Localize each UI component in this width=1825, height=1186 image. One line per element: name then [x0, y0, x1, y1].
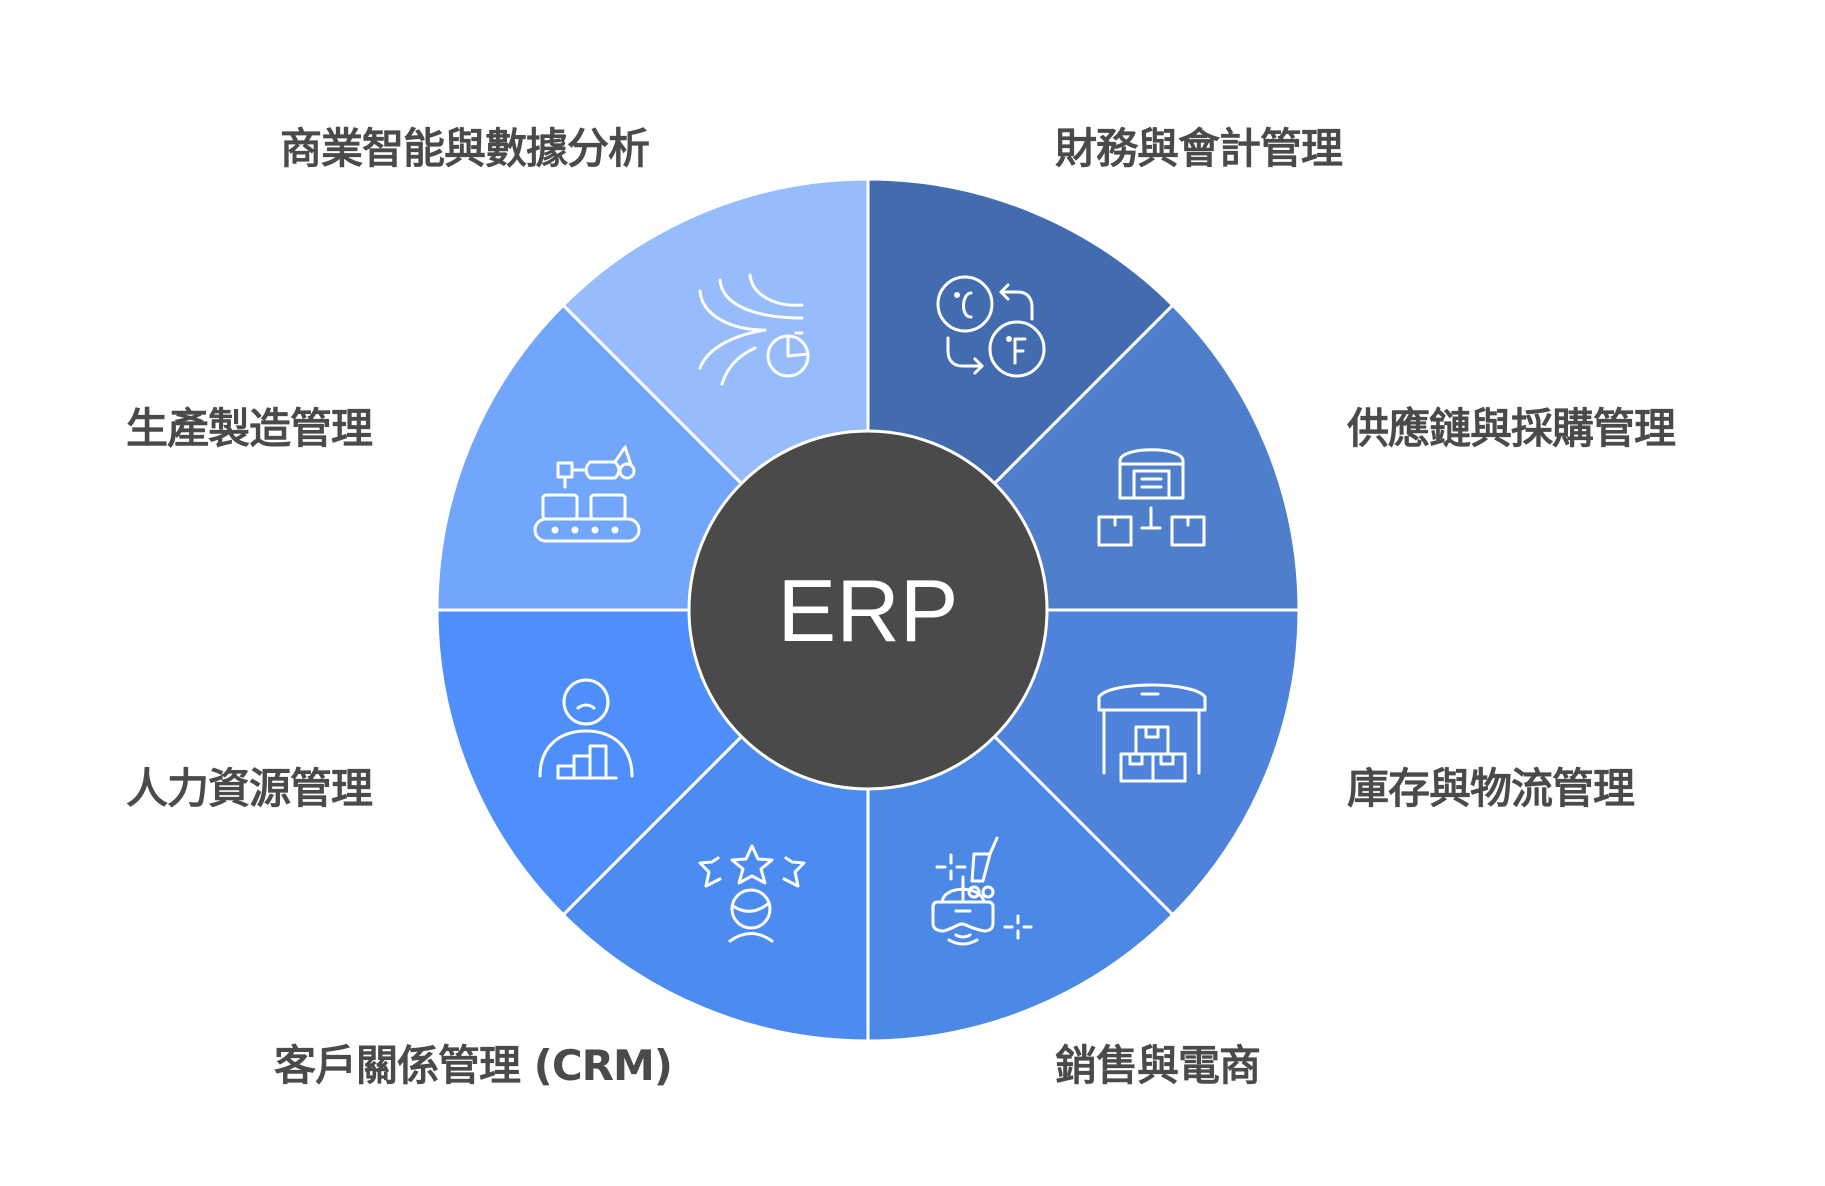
segment-label-supply-chain: 供應鏈與採購管理 [1347, 404, 1676, 453]
segment-label-manufacturing: 生產製造管理 [126, 404, 373, 453]
warehouse-boxes-icon [1097, 683, 1207, 783]
erp-hub [687, 429, 1049, 791]
segment-label-inventory: 庫存與物流管理 [1347, 764, 1635, 813]
data-flow-chart-icon [698, 273, 810, 386]
warehouse-distribution-icon [1097, 448, 1206, 547]
segment-label-crm: 客戶關係管理 (CRM) [274, 1041, 673, 1090]
erp-hub-label: ERP [778, 561, 959, 660]
vr-shopping-icon [931, 836, 1033, 946]
segment-label-bi: 商業智能與數據分析 [280, 124, 650, 173]
currency-exchange-icon [936, 275, 1046, 378]
conveyor-robot-icon [533, 445, 641, 543]
segment-label-hr: 人力資源管理 [126, 764, 373, 813]
segment-label-sales: 銷售與電商 [1055, 1041, 1261, 1090]
employee-growth-icon [538, 678, 634, 780]
segment-label-finance: 財務與會計管理 [1055, 124, 1343, 173]
customer-rating-icon [698, 844, 806, 943]
